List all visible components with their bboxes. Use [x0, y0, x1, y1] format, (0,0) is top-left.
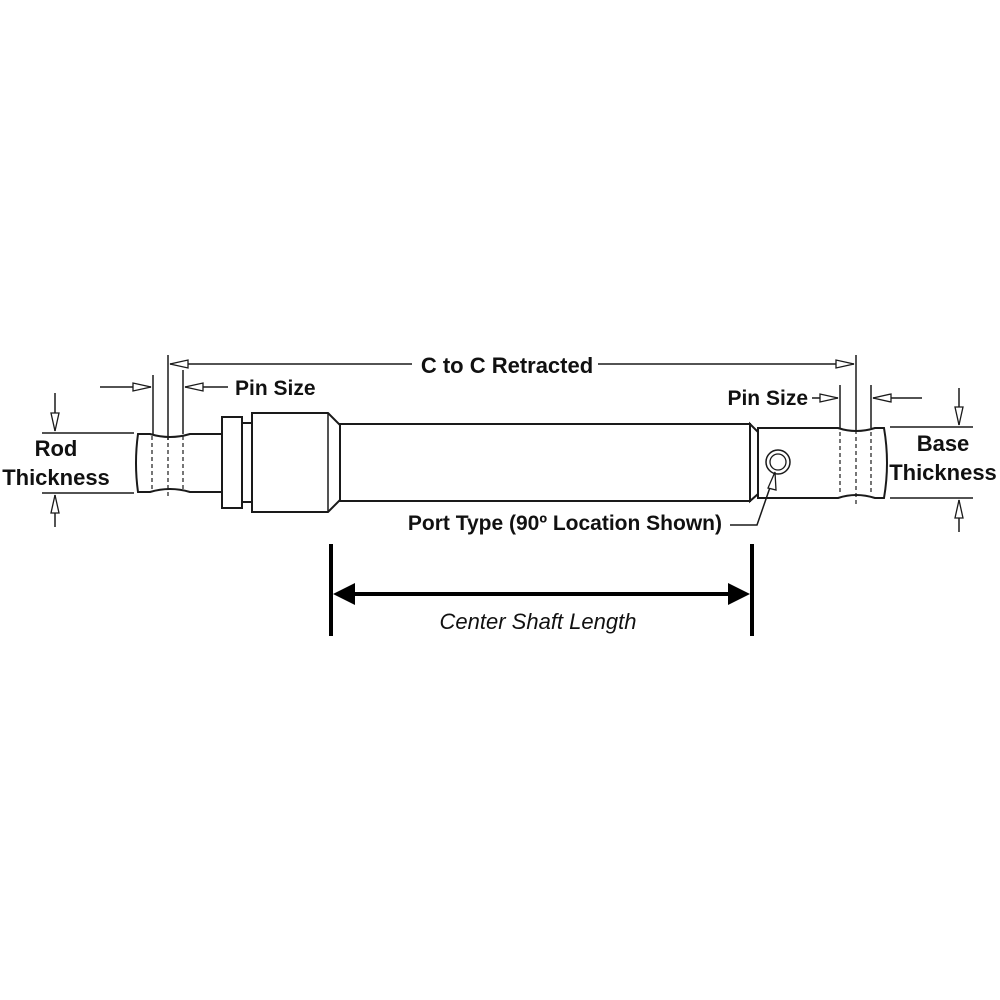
- port-type-callout: Port Type (90º Location Shown): [408, 471, 777, 535]
- base-thickness-dimension: Base Thickness: [889, 388, 997, 532]
- rod-thickness-label-line2: Thickness: [2, 465, 110, 490]
- rod-thickness-label-line1: Rod: [35, 436, 78, 461]
- center-shaft-arrow-left: [333, 583, 355, 605]
- rod-thickness-dimension: Rod Thickness: [2, 393, 134, 527]
- gland-collar: [221, 416, 243, 509]
- port-leader-arrow: [767, 471, 777, 491]
- pin-right-arrow-in-right: [872, 393, 892, 403]
- gland-body: [251, 412, 341, 513]
- pin-left-arrow-in-left: [132, 382, 152, 392]
- port-inner: [769, 453, 787, 471]
- center-shaft-arrow-right: [728, 583, 750, 605]
- base-thickness-arrow-bottom: [954, 499, 964, 519]
- rod-thickness-arrow-top: [50, 412, 60, 432]
- base-transition: [749, 421, 759, 504]
- center-shaft-length-label: Center Shaft Length: [440, 609, 637, 634]
- base-thickness-label-line1: Base: [917, 431, 970, 456]
- rod-end-eye: [135, 433, 223, 493]
- c-to-c-arrow-left: [169, 359, 189, 369]
- center-shaft-length-dimension: Center Shaft Length: [329, 544, 754, 636]
- base-thickness-label-line2: Thickness: [889, 460, 997, 485]
- port-type-label: Port Type (90º Location Shown): [408, 512, 722, 535]
- pin-size-right-label: Pin Size: [727, 387, 808, 410]
- rod-thickness-arrow-bottom: [50, 494, 60, 514]
- pin-size-left-label: Pin Size: [235, 377, 316, 400]
- pin-left-arrow-in-right: [184, 382, 204, 392]
- c-to-c-dimension: C to C Retracted: [167, 353, 857, 440]
- base-thickness-arrow-top: [954, 406, 964, 426]
- c-to-c-arrow-right: [835, 359, 855, 369]
- barrel: [339, 423, 751, 502]
- gland-step: [241, 422, 253, 503]
- c-to-c-label: C to C Retracted: [421, 353, 593, 378]
- cylinder-drawing: [135, 412, 888, 513]
- pin-right-arrow-in-left: [819, 393, 839, 403]
- pin-size-left-dimension: Pin Size: [100, 370, 316, 434]
- pin-size-right-dimension: Pin Size: [727, 385, 922, 428]
